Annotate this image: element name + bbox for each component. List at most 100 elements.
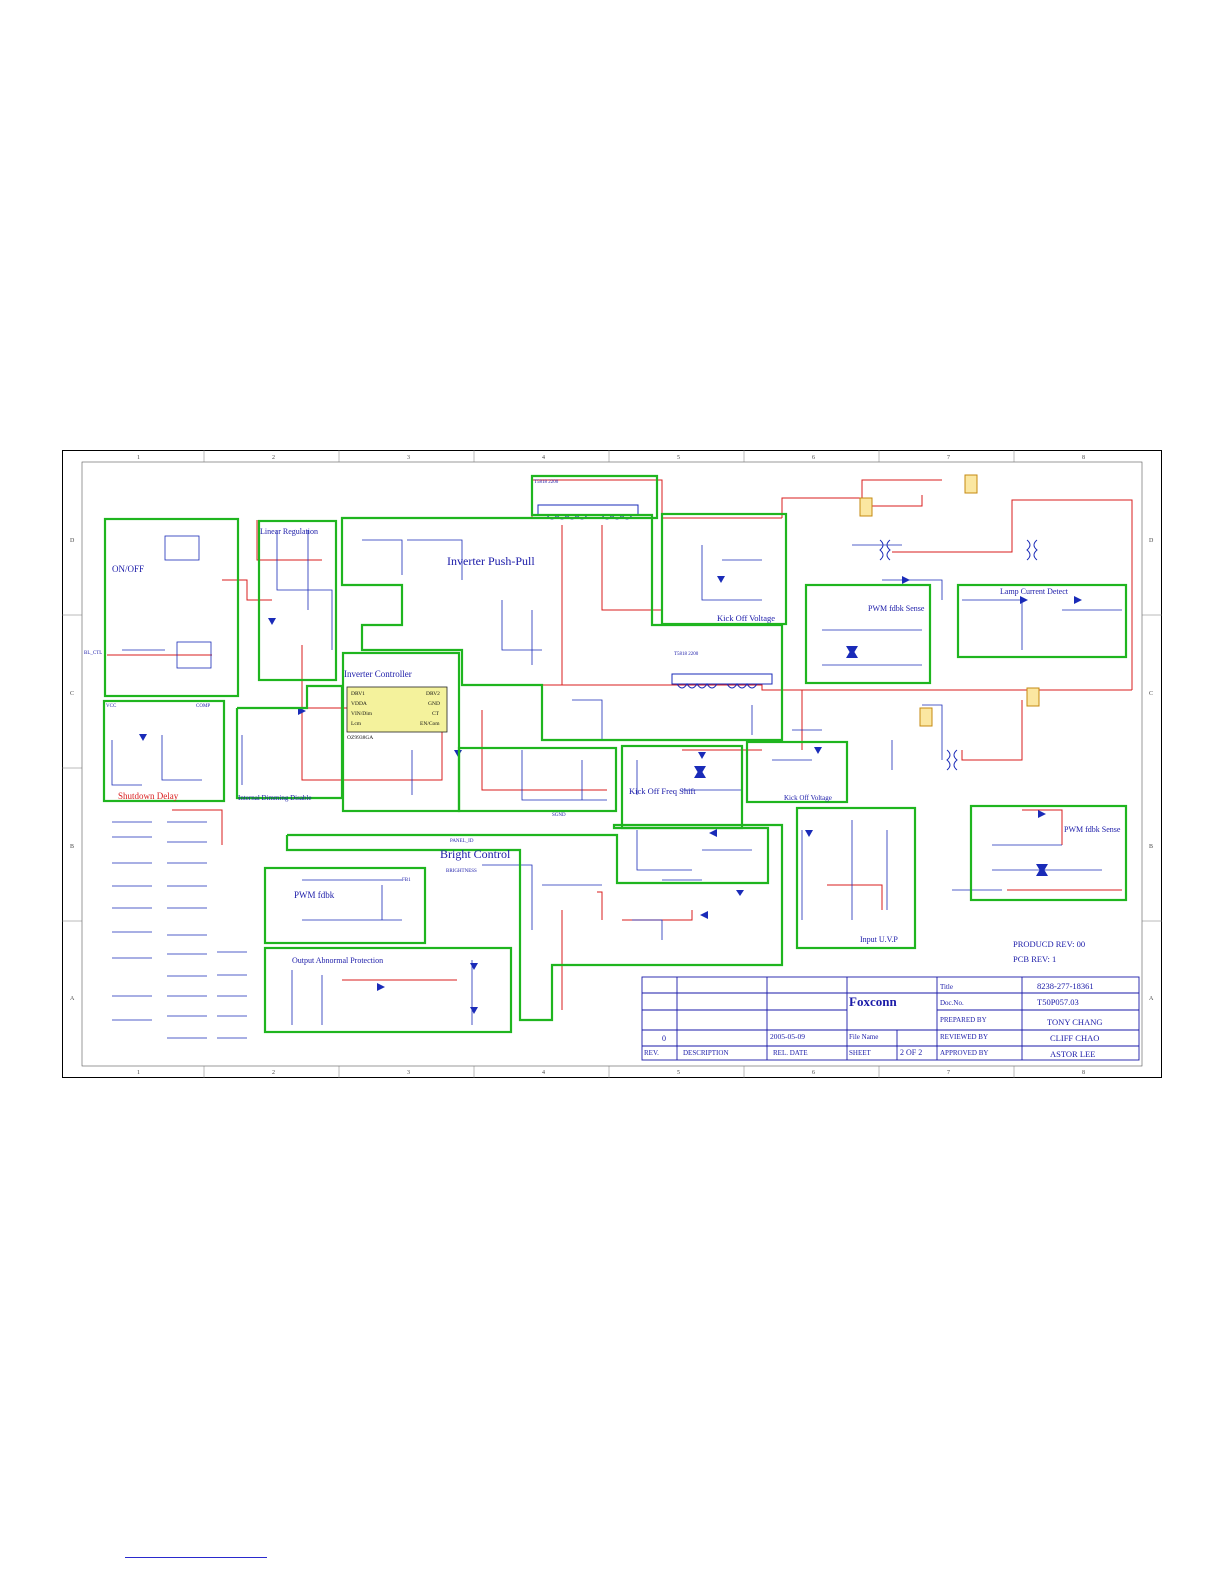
row-label: A — [70, 996, 75, 1002]
ic-pin-label: Lcm — [351, 721, 362, 727]
block-title: Input U.V.P — [860, 935, 898, 944]
ic-pin-label: CT — [432, 711, 440, 717]
rel-date-label: REL. DATE — [773, 1049, 808, 1057]
diode-icon — [1020, 596, 1028, 604]
block-title: Inverter Controller — [344, 669, 412, 679]
col-label: 4 — [542, 455, 545, 461]
rev-value: 0 — [662, 1034, 666, 1043]
description-label: DESCRIPTION — [683, 1049, 729, 1057]
block-kick-off-voltage-top — [660, 512, 788, 626]
net-label: T5818 2200 — [674, 652, 699, 657]
diode-icon — [700, 911, 708, 919]
block-kick-off-voltage-mid — [745, 740, 849, 804]
block-linear-regulation — [257, 519, 338, 682]
col-label: 6 — [812, 1070, 815, 1076]
company-name: Foxconn — [849, 994, 897, 1009]
row-label: A — [1149, 996, 1154, 1002]
row-label: D — [70, 538, 75, 544]
connector-cn4 — [919, 707, 933, 727]
transformer-mid — [671, 673, 773, 685]
net-label: PANEL_ID — [450, 839, 474, 844]
net-label: T5818 2200 — [534, 480, 559, 485]
file-name-label: File Name — [849, 1033, 878, 1041]
block-bright-control — [285, 823, 784, 1022]
schematic-drawing: 1 2 3 4 5 6 7 8 1 2 3 4 5 6 7 8 D C B A … — [62, 450, 1162, 1078]
block-title: Bright Control — [440, 847, 511, 861]
date-value: 2005-05-09 — [770, 1032, 805, 1041]
diode-icon — [139, 734, 147, 741]
prepared-label: PREPARED BY — [940, 1016, 987, 1024]
ic-pin-label: DRV2 — [426, 691, 440, 697]
block-titles: ON/OFF Linear Regulation Inverter Push-P… — [112, 527, 1121, 965]
reviewed-label: REVIEWED BY — [940, 1033, 988, 1041]
col-label: 6 — [812, 455, 815, 461]
block-inverter-controller-ext — [457, 746, 618, 813]
diode-icon — [698, 752, 706, 759]
row-label: C — [70, 691, 74, 697]
diode-icon — [717, 576, 725, 583]
title-block-text: Foxconn Title 8238-277-18361 Doc.No. T50… — [644, 981, 1103, 1059]
jumper-list — [112, 821, 247, 1039]
diode-icon — [470, 963, 478, 970]
diode-icon — [814, 747, 822, 754]
schematic-sheet: 1 2 3 4 5 6 7 8 1 2 3 4 5 6 7 8 D C B A … — [62, 450, 1162, 1078]
zone-ticks — [62, 450, 1162, 1078]
diode-icon — [1036, 866, 1048, 876]
diode-icon — [470, 1007, 478, 1014]
block-pwm-fdbk — [263, 866, 427, 945]
block-shutdown-delay — [102, 699, 226, 803]
diode-icon — [736, 890, 744, 896]
block-title: Lamp Current Detect — [1000, 587, 1069, 596]
diode-icon — [902, 576, 910, 584]
block-title: Kick Off Voltage — [784, 794, 832, 802]
block-title: Shutdown Delay — [118, 791, 179, 801]
zone-labels: 1 2 3 4 5 6 7 8 1 2 3 4 5 6 7 8 D C B A … — [70, 455, 1154, 1076]
title-label: Title — [940, 983, 953, 991]
footer-rule — [125, 1557, 267, 1558]
approved-label: APPROVED BY — [940, 1049, 988, 1057]
col-label: 8 — [1082, 455, 1085, 461]
outer-frame — [62, 450, 1162, 1078]
col-label: 7 — [947, 1070, 950, 1076]
diode-icon — [846, 648, 858, 658]
net-labels: BL_CTL VCC COMP SGND PANEL_ID BRIGHTNESS… — [84, 480, 699, 883]
col-label: 8 — [1082, 1070, 1085, 1076]
block-title: PWM fdbk Sense — [868, 604, 925, 613]
col-label: 5 — [677, 455, 680, 461]
row-label: D — [1149, 538, 1154, 544]
block-inverter-push-pull — [340, 474, 784, 742]
row-label: B — [70, 844, 74, 850]
net-label: VCC — [106, 704, 117, 709]
block-title: Internal Dimming Disable — [238, 794, 311, 802]
connector-cn2 — [859, 497, 873, 517]
col-label: 2 — [272, 1070, 275, 1076]
title-block — [641, 976, 1140, 1061]
doc-label: Doc.No. — [940, 999, 964, 1007]
sheet-label: SHEET — [849, 1049, 872, 1057]
inner-frame — [81, 461, 1143, 1067]
diode-icon — [268, 618, 276, 625]
block-pwm-fdbk-sense-bottom — [969, 804, 1128, 902]
block-lamp-current-detect — [956, 583, 1128, 659]
product-rev: PRODUCD REV: 00 — [1013, 939, 1085, 949]
connectors — [859, 474, 1040, 727]
col-label: 5 — [677, 1070, 680, 1076]
ic-part-label: OZ9938GA — [347, 735, 373, 741]
sheet-value: 2 OF 2 — [900, 1048, 922, 1057]
diode-icon — [694, 768, 706, 778]
rev-label: REV. — [644, 1049, 659, 1057]
inverter-controller-ic — [346, 686, 448, 733]
connector-cn3 — [1026, 687, 1040, 707]
block-title: PWM fdbk — [294, 890, 335, 900]
block-title: Kick Off Freq Shift — [629, 786, 696, 796]
doc-value: T50P057.03 — [1037, 997, 1079, 1007]
row-label: B — [1149, 844, 1153, 850]
diode-icon — [377, 983, 385, 991]
block-output-abnormal-protection — [263, 946, 513, 1034]
net-label: FB1 — [402, 878, 411, 883]
row-label: C — [1149, 691, 1153, 697]
net-label: COMP — [196, 704, 210, 709]
connector-cn1 — [964, 474, 978, 494]
col-label: 1 — [137, 455, 140, 461]
col-label: 3 — [407, 1070, 410, 1076]
